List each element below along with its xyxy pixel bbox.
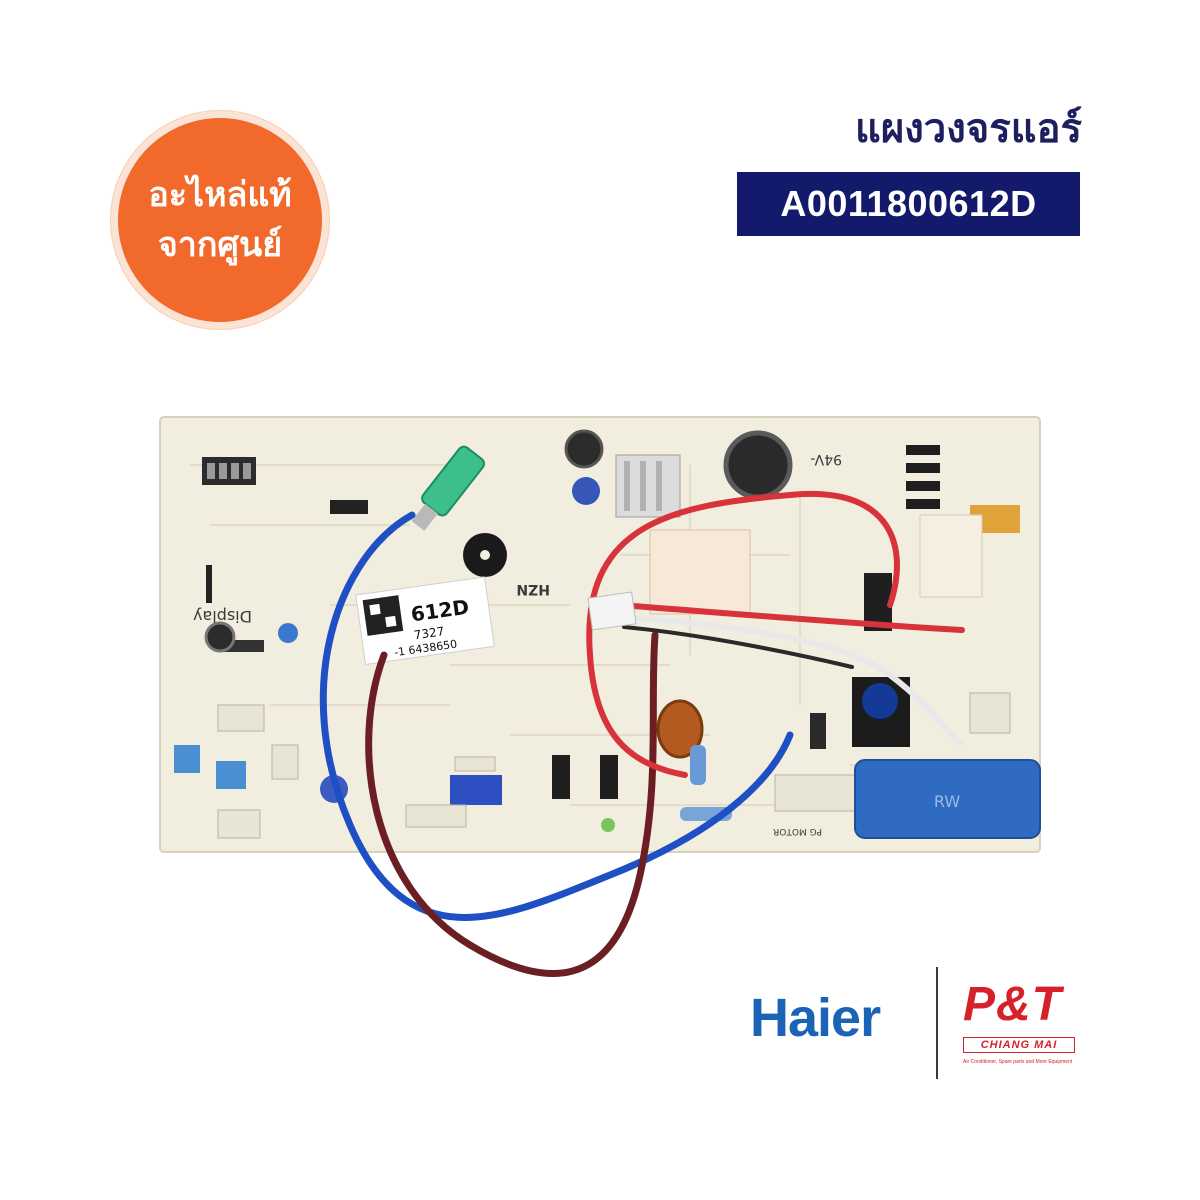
white-wire bbox=[617, 614, 963, 746]
badge-line-1: อะไหล่แท้ bbox=[148, 175, 292, 215]
pt-logo: P&T bbox=[963, 978, 1062, 1031]
badge-line-2: จากศูนย์ bbox=[157, 225, 283, 265]
silkscreen-pg-motor: PG MOTOR bbox=[773, 826, 822, 836]
diodes bbox=[906, 445, 940, 509]
pt-tagline: Air Conditioner, Spare parts and More Eq… bbox=[963, 1059, 1073, 1065]
silkscreen-hzn: HZN bbox=[516, 581, 550, 597]
green-terminal bbox=[411, 445, 486, 531]
haier-logo: Haier bbox=[750, 988, 881, 1048]
logo-area: Haier P&T CHIANG MAI Air Conditioner, Sp… bbox=[745, 965, 1090, 1085]
relays bbox=[649, 514, 983, 631]
heat-sink bbox=[615, 454, 681, 518]
white-plug bbox=[587, 591, 637, 631]
svg-text:RW: RW bbox=[934, 792, 960, 811]
label-number: 7327 bbox=[413, 624, 445, 642]
led bbox=[601, 818, 615, 832]
part-number-box: A0011800612D bbox=[737, 172, 1080, 236]
label-sticker: 612D 7327 -1 6438650 bbox=[355, 576, 495, 665]
logo-divider bbox=[936, 967, 938, 1079]
wires bbox=[319, 490, 965, 977]
pt-city: CHIANG MAI bbox=[963, 1037, 1075, 1053]
part-number: A0011800612D bbox=[780, 183, 1037, 224]
silkscreen-display: Display bbox=[193, 607, 252, 626]
transformer bbox=[852, 677, 910, 747]
red-wire bbox=[586, 490, 900, 778]
dip-switch bbox=[202, 457, 256, 485]
genuine-parts-badge: อะไหล่แท้ จากศูนย์ bbox=[118, 118, 322, 322]
red-wire-2 bbox=[617, 602, 965, 633]
silkscreen-94v: 94V- bbox=[810, 451, 842, 467]
large-blue-capacitor: RW bbox=[854, 759, 1041, 839]
product-title: แผงวงจรแอร์ bbox=[855, 106, 1082, 152]
black-wire bbox=[622, 625, 854, 669]
blue-wire bbox=[319, 511, 794, 921]
inductor-coil bbox=[656, 699, 704, 759]
brown-wire bbox=[365, 631, 659, 977]
circuit-board-image: RW Display HZN 94V- PG MOTOR 612D 7327 -… bbox=[159, 416, 1041, 977]
